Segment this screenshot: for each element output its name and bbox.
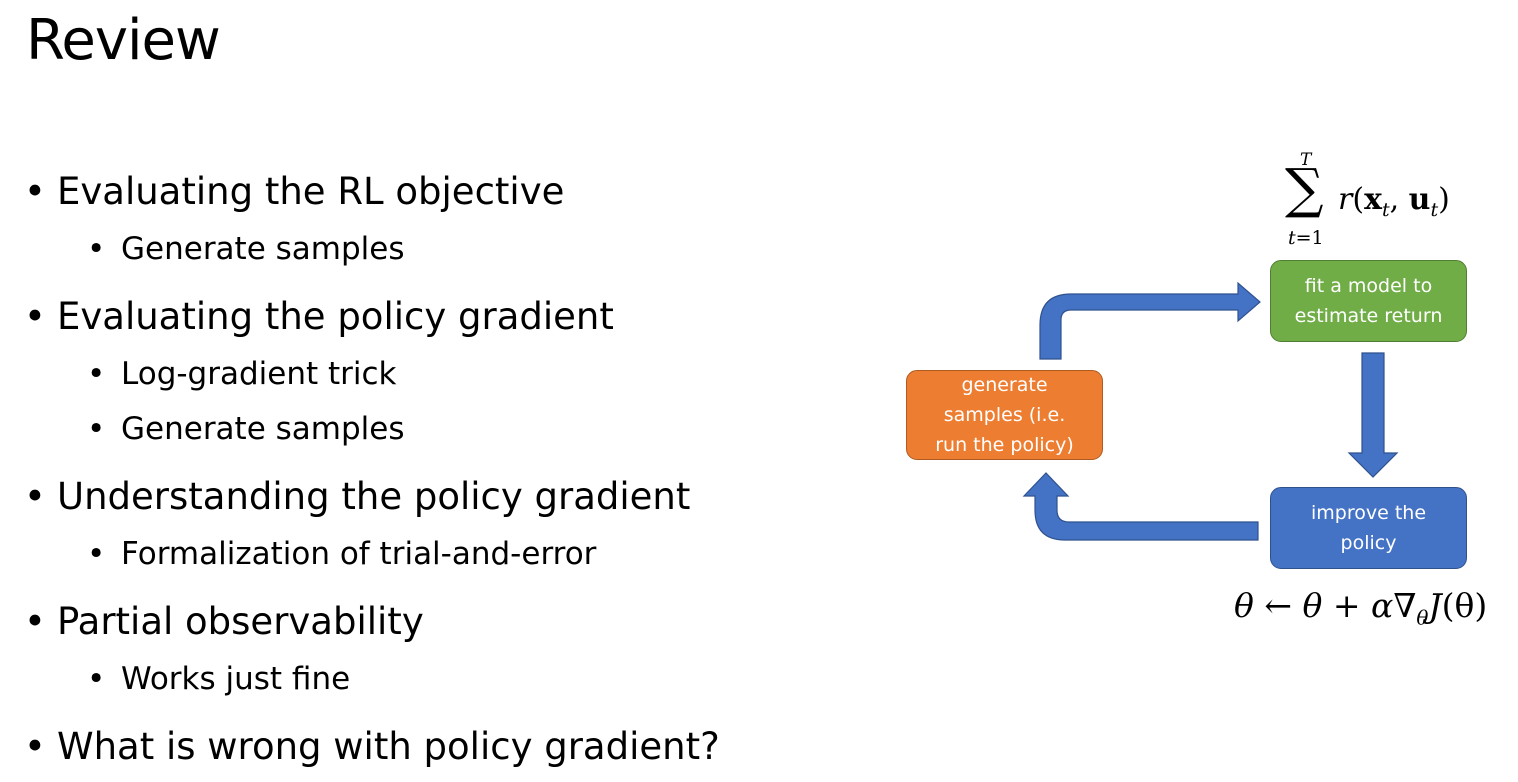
generate-box-line1: generate — [961, 374, 1048, 396]
bullet-evaluating-policy-gradient: • Evaluating the policy gradient — [24, 298, 614, 335]
sum-upper-limit: T — [1300, 150, 1312, 170]
bullet-evaluating-rl-objective: • Evaluating the RL objective — [24, 173, 564, 210]
sum-lower-limit: t=1 — [1288, 227, 1324, 249]
sub-bullet-text: Formalization of trial-and-error — [121, 536, 597, 572]
rl-loop-diagram: fit a model to estimate return generate … — [880, 140, 1510, 650]
theta: θ — [1302, 586, 1323, 625]
bullet-text: Understanding the policy gradient — [57, 475, 691, 518]
generate-box-line2: samples (i.e. — [943, 404, 1066, 426]
sub-bullet-generate-samples: • Generate samples — [87, 234, 405, 265]
bullet-list: • Evaluating the RL objective • Generate s… — [24, 0, 884, 782]
action-u: u — [1408, 182, 1431, 217]
generate-samples-box: generate samples (i.e. run the policy) — [906, 370, 1103, 460]
paren-close: ) — [1438, 182, 1450, 217]
bullet-marker: • — [87, 536, 106, 572]
bullet-marker: • — [24, 725, 46, 768]
bullet-marker: • — [24, 600, 46, 643]
sum-expression: r(xt, ut) — [1338, 182, 1450, 221]
sum-sigma: ∑ — [1285, 157, 1324, 220]
sub-bullet-log-gradient-trick: • Log-gradient trick — [87, 359, 397, 390]
bullet-marker: • — [24, 170, 46, 213]
improve-box-line1: improve the — [1310, 502, 1427, 524]
bullet-partial-observability: • Partial observability — [24, 603, 424, 640]
generate-box-line3: run the policy) — [935, 434, 1074, 456]
comma: , — [1389, 182, 1409, 217]
bullet-text: Evaluating the RL objective — [57, 170, 565, 213]
bullet-marker: • — [87, 231, 106, 267]
fit-box-line1: fit a model to — [1304, 275, 1433, 297]
bullet-marker: • — [87, 411, 106, 447]
bullet-understanding-policy-gradient: • Understanding the policy gradient — [24, 478, 690, 515]
arrow-fit-to-improve — [1347, 352, 1399, 478]
state-subscript: t — [1381, 199, 1390, 221]
fit-box-line2: estimate return — [1294, 305, 1443, 327]
improve-box-line2: policy — [1340, 532, 1397, 554]
action-subscript: t — [1430, 199, 1439, 221]
sub-bullet-works-just-fine: • Works just fine — [87, 664, 350, 695]
bullet-marker: • — [87, 356, 106, 392]
objective-j: J — [1428, 586, 1442, 625]
plus: + — [1322, 586, 1372, 625]
nabla-subscript: θ — [1416, 605, 1429, 630]
bullet-what-is-wrong: • What is wrong with policy gradient? — [24, 728, 720, 765]
theta: θ — [1234, 586, 1254, 625]
sub-bullet-text: Log-gradient trick — [121, 356, 397, 392]
slide-title: Review — [26, 8, 221, 73]
sub-bullet-generate-samples: • Generate samples — [87, 414, 405, 445]
sub-bullet-text: Generate samples — [121, 231, 405, 267]
bullet-marker: • — [24, 475, 46, 518]
paren-open: ( — [1352, 182, 1365, 217]
nabla: ∇ — [1393, 586, 1417, 625]
objective-arg: (θ) — [1441, 586, 1488, 625]
sub-bullet-formalization: • Formalization of trial-and-error — [87, 539, 596, 570]
improve-policy-box: improve the policy — [1270, 487, 1467, 569]
bullet-marker: • — [87, 661, 106, 697]
arrow-improve-to-generate — [1022, 472, 1259, 541]
fit-model-box: fit a model to estimate return — [1270, 260, 1467, 342]
reward-r: r — [1338, 182, 1353, 217]
cycle-arrows — [1022, 281, 1399, 541]
alpha: α — [1371, 586, 1394, 625]
policy-update-formula: θ ← θ + α∇θJ(θ) — [1234, 586, 1487, 630]
bullet-text: Partial observability — [57, 600, 424, 643]
sum-index: t — [1288, 227, 1296, 249]
left-arrow: ← — [1253, 586, 1303, 625]
bullet-text: Evaluating the policy gradient — [57, 295, 614, 338]
state-x: x — [1364, 182, 1382, 217]
bullet-text: What is wrong with policy gradient? — [57, 725, 720, 768]
bullet-marker: • — [24, 295, 46, 338]
sum-start: =1 — [1295, 227, 1324, 249]
sub-bullet-text: Works just fine — [121, 661, 351, 697]
arrow-generate-to-fit — [1039, 281, 1261, 360]
sub-bullet-text: Generate samples — [121, 411, 405, 447]
